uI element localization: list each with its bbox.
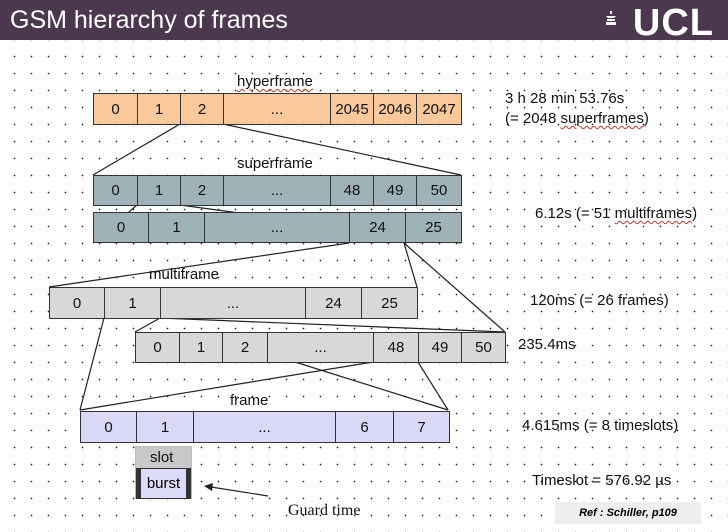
multiframe-sub-cell: 0 (136, 333, 180, 363)
hyperframe-cell: 2 (181, 94, 224, 125)
frame-duration: 4.615ms (= 8 timeslots) (522, 417, 679, 434)
connector-line (79, 317, 105, 411)
timeslot-duration: Timeslot = 576.92 µs (532, 472, 672, 489)
frame-row: 0 1 ... 6 7 (80, 411, 450, 443)
connector-line (159, 317, 506, 333)
frame-label: frame (230, 392, 269, 409)
multiframe-duration: 120ms (= 26 frames) (530, 292, 669, 309)
hyperframe-cell: ... (224, 94, 331, 125)
guard-time-label: Guard time (288, 502, 361, 519)
multiframe-sub-cell: 1 (180, 333, 223, 363)
burst-label: burst (146, 475, 181, 492)
frame-cell: 7 (394, 412, 450, 443)
hyperframe-row: 0 1 2 ... 2045 2046 2047 (93, 93, 462, 125)
connector-line (403, 242, 418, 288)
hyperframe-note: (= 2048 superframes) (505, 110, 649, 127)
hyperframe-cell: 2047 (417, 94, 462, 125)
superframe-cell: 1 (138, 176, 181, 206)
reference-note: Ref : Schiller, p109 (555, 502, 701, 524)
multiframe-row: 0 1 ... 24 25 (49, 287, 418, 319)
connector-line (417, 361, 449, 411)
multiframe-sub-cell: 48 (374, 333, 419, 363)
connector-line (48, 242, 350, 288)
guard-time-arrow (204, 483, 269, 497)
frame-cell: 0 (81, 412, 137, 443)
connector-line (222, 123, 462, 176)
frame-cell: 6 (336, 412, 394, 443)
crest-icon (606, 11, 616, 25)
multiframe-label: multiframe (149, 266, 220, 283)
page-title: GSM hierarchy of frames (10, 6, 288, 34)
multiframe-cell: 24 (306, 288, 362, 319)
frame-cell: 1 (137, 412, 194, 443)
superframe-cell: 50 (417, 176, 462, 206)
superframe-sub-cell: 24 (350, 213, 406, 243)
frame-cell: ... (194, 412, 336, 443)
connector-line (134, 317, 161, 333)
superframe-cell: 49 (374, 176, 417, 206)
multiframe-sub-cell: ... (268, 333, 374, 363)
connector-line (403, 242, 506, 333)
hyperframe-cell: 2045 (331, 94, 374, 125)
multiframe-cell: 0 (50, 288, 105, 319)
connector-line (294, 361, 449, 411)
superframe-sub-row: 0 1 ... 24 25 (93, 212, 462, 243)
superframe-sub-cell: 25 (406, 213, 462, 243)
title-bar: GSM hierarchy of frames UCL (0, 0, 728, 44)
superframe-label: superframe (237, 155, 313, 172)
multiframe-sub-cell: 2 (223, 333, 268, 363)
connector-line (92, 123, 181, 176)
superframe-cell: 48 (331, 176, 374, 206)
multiframe-cell: ... (161, 288, 306, 319)
superframe-duration: 6.12s (= 51 multiframes) (535, 205, 698, 222)
superframe-cell: 0 (94, 176, 138, 206)
ucl-logo: UCL (632, 2, 714, 44)
multiframe-sub-cell: 49 (419, 333, 462, 363)
superframe-row: 0 1 2 ... 48 49 50 (93, 175, 462, 206)
multiframe-cell: 1 (105, 288, 161, 319)
hyperframe-cell: 2046 (374, 94, 417, 125)
superframe-sub-cell: 0 (94, 213, 149, 243)
hyperframe-duration: 3 h 28 min 53.76s (505, 90, 625, 107)
slot-label: slot (150, 449, 174, 466)
superframe-cell: 2 (181, 176, 224, 206)
multiframe-sub-cell: 50 (462, 333, 506, 363)
superframe-cell: ... (224, 176, 331, 206)
hyperframe-cell: 1 (138, 94, 181, 125)
superframe-sub-cell: 1 (149, 213, 205, 243)
connector-line (79, 361, 374, 411)
hyperframe-cell: 0 (94, 94, 138, 125)
multiframe-sub-duration: 235.4ms (518, 336, 576, 353)
multiframe-sub-row: 0 1 2 ... 48 49 50 (135, 332, 506, 363)
hyperframe-label: hyperframe (237, 73, 313, 90)
superframe-sub-cell: ... (205, 213, 350, 243)
burst-box: burst (136, 468, 191, 499)
multiframe-cell: 25 (362, 288, 418, 319)
